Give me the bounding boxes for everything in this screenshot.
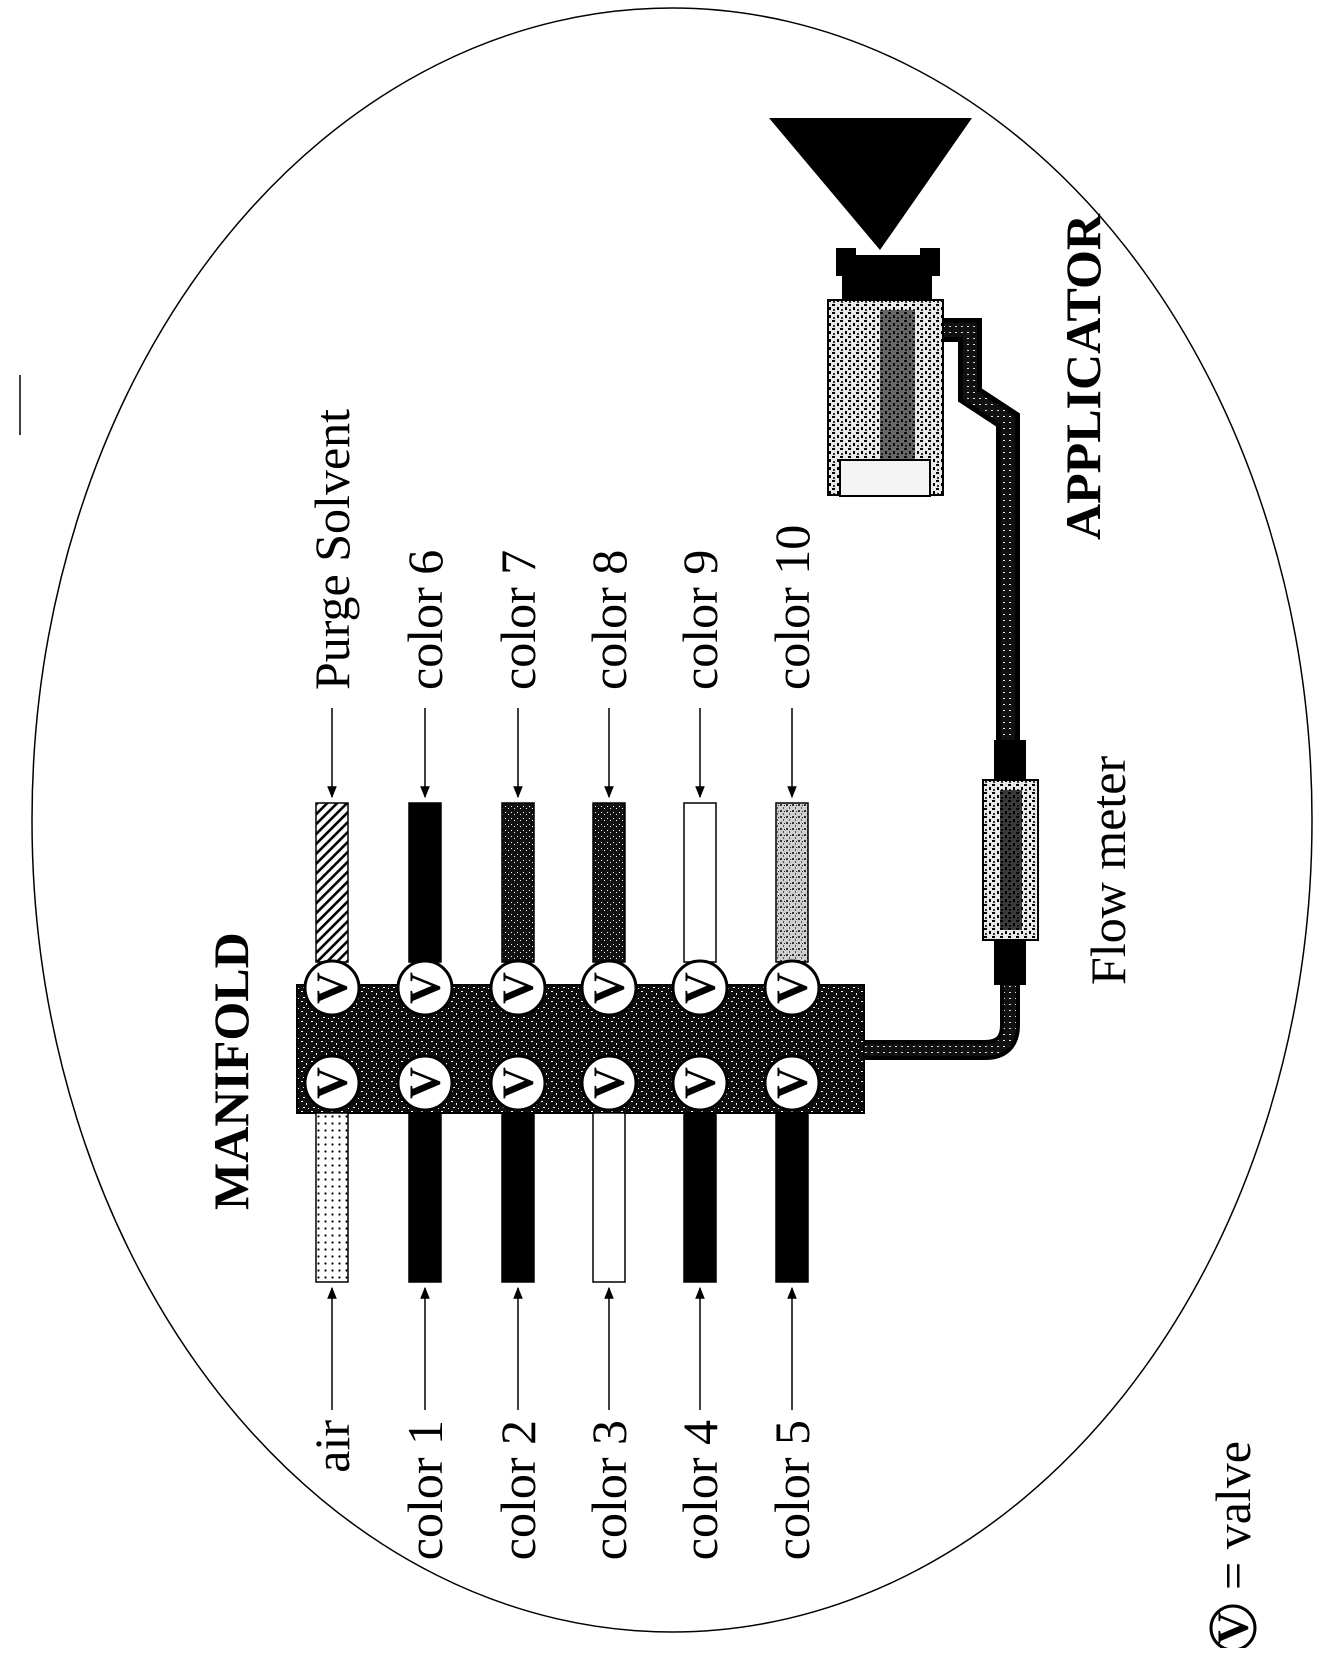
border-ellipse [31, 7, 1313, 1633]
valve-symbol: V [308, 1067, 357, 1099]
manifold-outlet-hose [864, 985, 1020, 1060]
valve-icon [671, 959, 729, 1017]
tube-color-4 [683, 1112, 717, 1283]
valve-icon [489, 959, 547, 1017]
label-color-7: color 7 [490, 550, 546, 690]
label-color-3: color 3 [581, 1420, 637, 1560]
tube-color-7 [501, 802, 535, 963]
tube-color-3 [592, 1112, 626, 1283]
label-color-2: color 2 [490, 1420, 546, 1560]
valve-icon [303, 959, 361, 1017]
valve-icon [396, 959, 454, 1017]
valve-icon [671, 1054, 729, 1112]
legend-text: = valve [1205, 1441, 1261, 1590]
label-color-10: color 10 [764, 525, 820, 690]
label-color-6: color 6 [397, 550, 453, 690]
valve-symbol: V [401, 1067, 450, 1099]
tube-purge-solvent [315, 802, 349, 963]
tube-color-9 [683, 802, 717, 963]
valve-symbol: V [768, 1067, 817, 1099]
valve-symbol: V [676, 1067, 725, 1099]
tube-color-2 [501, 1112, 535, 1283]
valve-symbol: V [768, 972, 817, 1004]
flow-meter-label: Flow meter [1080, 756, 1136, 985]
tube-color-5 [775, 1112, 809, 1283]
valve-symbol: V [401, 972, 450, 1004]
label-color-8: color 8 [581, 550, 637, 690]
valve-symbol: V [676, 972, 725, 1004]
label-purge-solvent: Purge Solvent [304, 409, 360, 690]
valve-symbol: V [308, 972, 357, 1004]
valve-icon [489, 1054, 547, 1112]
valve-symbol: V [585, 1067, 634, 1099]
tube-air [315, 1112, 349, 1283]
label-air: air [304, 1420, 360, 1473]
valve-icon [580, 959, 638, 1017]
label-color-9: color 9 [672, 550, 728, 690]
tube-color-1 [408, 1112, 442, 1283]
label-color-4: color 4 [672, 1420, 728, 1560]
valve-symbol: V [585, 972, 634, 1004]
valve-legend: V = valve [1205, 1441, 1261, 1652]
tube-color-10 [775, 802, 809, 963]
label-color-5: color 5 [764, 1420, 820, 1560]
tube-color-8 [592, 802, 626, 963]
flow-meter [982, 740, 1039, 985]
legend-valve-symbol: V [1209, 1612, 1258, 1644]
valve-icon [763, 959, 821, 1017]
valve-symbol: V [494, 972, 543, 1004]
label-color-1: color 1 [397, 1420, 453, 1560]
valve-symbol: V [494, 1067, 543, 1099]
applicator-title: APPLICATOR [1055, 213, 1111, 540]
spray-cone [769, 118, 972, 250]
valve-icon [763, 1054, 821, 1112]
valve-icon [303, 1054, 361, 1112]
manifold-title: MANIFOLD [203, 932, 259, 1210]
tube-color-6 [408, 802, 442, 963]
valve-icon [396, 1054, 454, 1112]
valve-icon [580, 1054, 638, 1112]
applicator-gun [769, 118, 972, 497]
